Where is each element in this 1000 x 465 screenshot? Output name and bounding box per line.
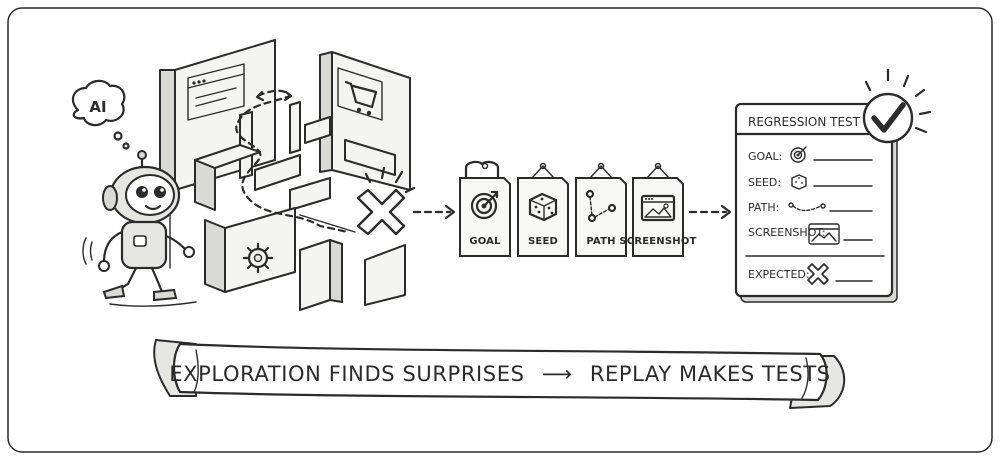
banner-arrow: ⟶: [542, 362, 573, 386]
card-title: REGRESSION TEST: [748, 115, 861, 129]
screenshot-icon: [640, 194, 676, 222]
shopping-cart-icon: [337, 67, 383, 121]
tag-goal: GOAL: [459, 160, 511, 257]
target-icon: [470, 190, 499, 220]
dice-icon: [791, 174, 807, 190]
x-mark-icon: [807, 263, 829, 285]
robot: AI: [71, 79, 197, 307]
gear-icon: [242, 242, 274, 274]
banner-left-text: EXPLORATION FINDS SURPRISES: [169, 362, 524, 386]
banner-right-text: REPLAY MAKES TESTS: [590, 362, 831, 386]
regression-test-card: REGRESSION TEST GOAL: SEED: PATH: SCREEN…: [734, 68, 932, 303]
screenshot-icon: [808, 223, 840, 245]
card-row-label-path: PATH:: [748, 201, 779, 214]
card-row-label-goal: GOAL:: [748, 150, 782, 163]
dice-icon: [528, 192, 558, 222]
thought-bubble: AI: [71, 79, 130, 150]
card-row-label-screenshot: SCREENSHOT:: [748, 226, 826, 239]
path-icon: [585, 189, 617, 223]
card-expected-label: EXPECTED:: [748, 268, 810, 281]
x-mark-icon: [356, 166, 416, 236]
tag-path: PATH: [575, 162, 627, 257]
thought-bubble-text: AI: [89, 98, 106, 116]
tag-label: GOAL: [469, 236, 501, 247]
tag-screenshot: SCREENSHOT: [619, 162, 696, 257]
arrow-to-card: [688, 204, 732, 220]
checkmark-badge-icon: [862, 68, 932, 144]
tag-label: SEED: [528, 236, 558, 247]
ribbon-banner: EXPLORATION FINDS SURPRISES ⟶ REPLAY MAK…: [153, 339, 846, 409]
tag-seed: SEED: [517, 162, 569, 257]
browser-window-icon: [187, 63, 245, 121]
svg-text:EXPLORATION FINDS SURPRISES: EXPLORATION FINDS SURPRISES ⟶ REPLAY MAK…: [169, 362, 830, 386]
target-icon: [790, 146, 807, 163]
path-icon: [788, 202, 826, 212]
tag-label: SCREENSHOT: [619, 236, 696, 247]
maze: [159, 39, 416, 311]
tag-label: PATH: [586, 236, 615, 247]
card-row-label-seed: SEED:: [748, 176, 781, 189]
arrow-to-tags: [412, 204, 456, 220]
